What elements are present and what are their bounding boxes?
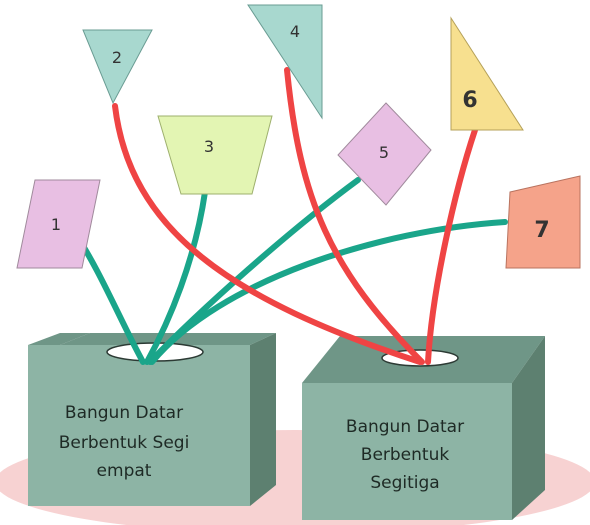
connector-line-4 <box>284 67 425 365</box>
box-right-label-1: Bangun Datar <box>346 417 464 437</box>
box-left-label-1: Bangun Datar <box>65 403 183 423</box>
connector-line-2 <box>112 103 423 365</box>
box-segi-empat: Bangun Datar Berbentuk Segi empat <box>28 333 276 506</box>
shape-5: 5 <box>337 102 432 206</box>
box-right-side <box>512 336 545 520</box>
box-right-front <box>302 383 512 520</box>
box-left-side <box>250 333 276 506</box>
shape-3: 3 <box>157 115 273 195</box>
shape-1-parallelogram <box>16 179 101 269</box>
connector-line-6 <box>425 127 478 365</box>
shape-2-triangle <box>82 29 153 105</box>
shape-7-quadrilateral <box>505 175 581 269</box>
shape-3-trapezoid <box>157 115 273 195</box>
shape-5-label: 5 <box>379 143 389 162</box>
shape-1-label: 1 <box>51 215 61 234</box>
shape-7: 7 <box>505 175 581 269</box>
shape-6-triangle <box>450 16 524 131</box>
box-left-label-2: Berbentuk Segi <box>59 433 190 453</box>
box-right-label-3: Segitiga <box>370 473 439 493</box>
connector-line-7 <box>149 219 508 365</box>
shape-2-label: 2 <box>112 48 122 67</box>
shape-7-label: 7 <box>534 218 549 243</box>
box-left-label-3: empat <box>97 461 152 481</box>
box-right-label-2: Berbentuk <box>361 445 450 465</box>
shape-2: 2 <box>82 29 153 105</box>
box-left-front <box>28 345 250 506</box>
shape-6: 6 <box>450 16 524 131</box>
shape-5-rhombus <box>337 102 432 206</box>
box-left-top <box>60 333 276 345</box>
shape-6-label: 6 <box>462 88 477 113</box>
shape-3-label: 3 <box>204 137 214 156</box>
connector-line-3 <box>144 189 208 365</box>
shape-4: 4 <box>247 4 323 120</box>
box-segitiga: Bangun Datar Berbentuk Segitiga <box>302 336 545 520</box>
shape-4-label: 4 <box>290 22 300 41</box>
shape-4-triangle <box>247 4 323 120</box>
shape-1: 1 <box>16 179 101 269</box>
